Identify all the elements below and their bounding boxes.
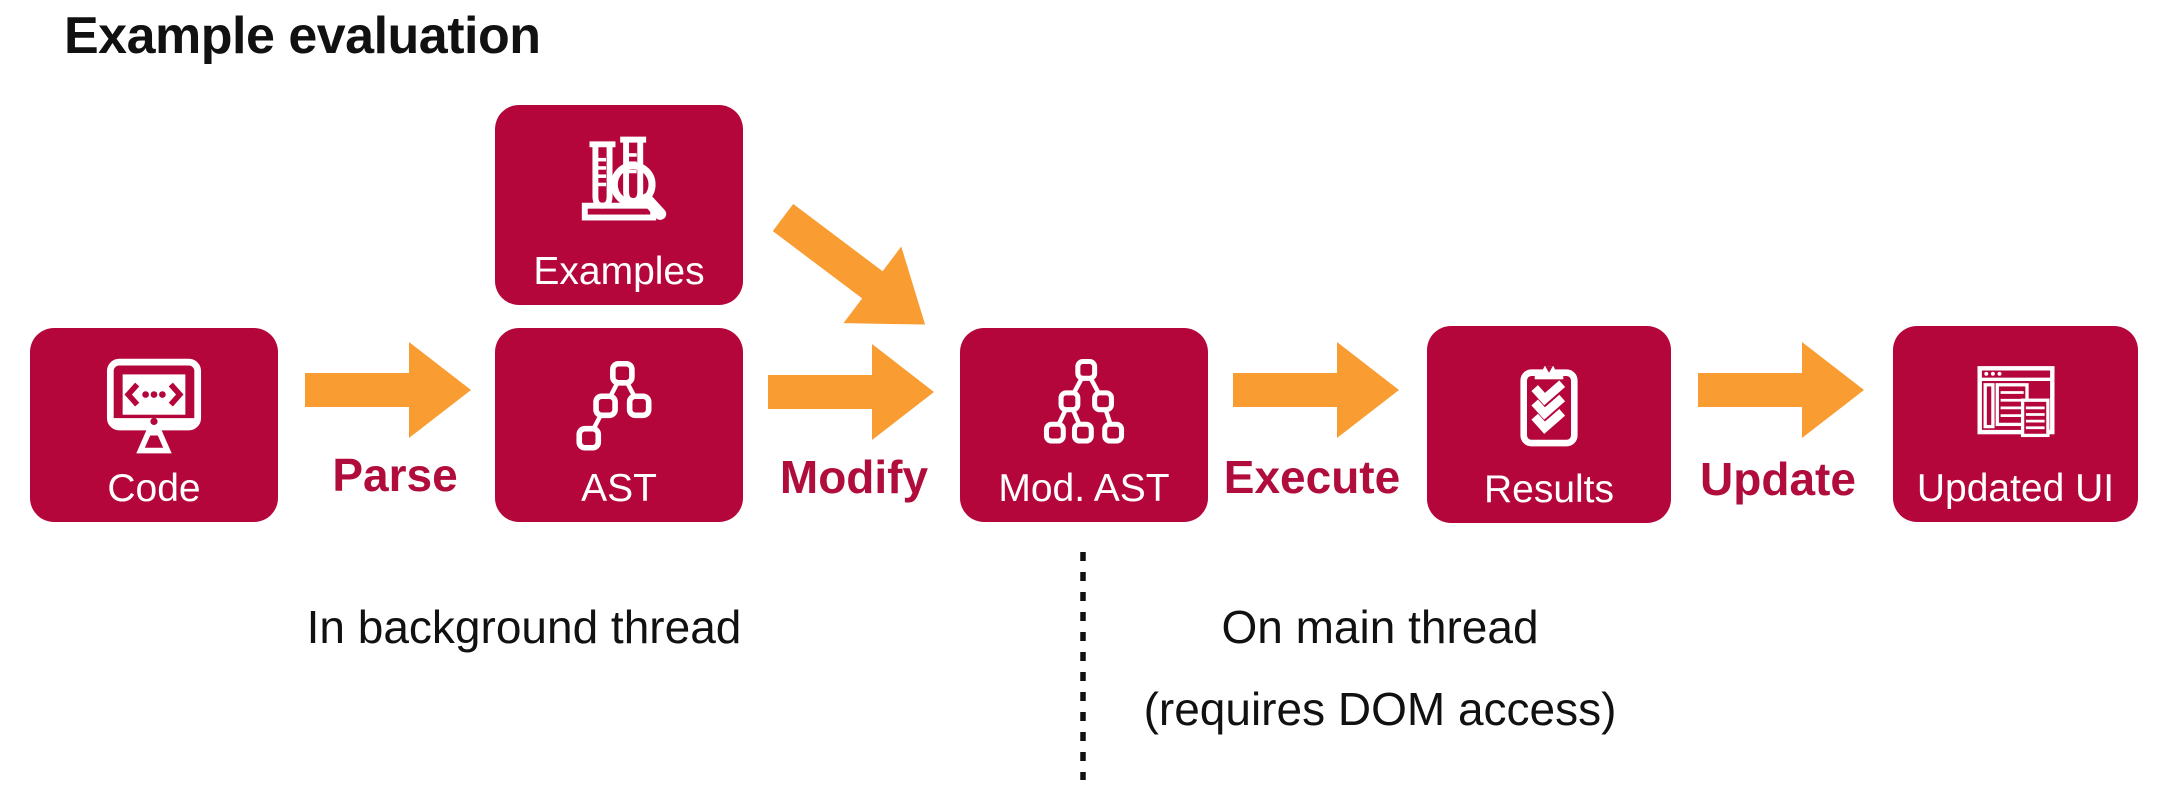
node-updated-ui-label: Updated UI	[1916, 467, 2115, 510]
node-mod-ast-label: Mod. AST	[998, 467, 1170, 510]
node-updated-ui: Updated UI	[1893, 326, 2138, 522]
syntax-tree-icon	[576, 360, 652, 451]
main-thread-label-line1: On main thread	[1221, 601, 1539, 653]
node-results: Results	[1427, 326, 1671, 523]
node-ast-label: AST	[581, 467, 657, 510]
parse-arrow-label: Parse	[332, 449, 458, 501]
node-examples-label: Examples	[533, 250, 705, 293]
code-monitor-icon	[106, 358, 202, 454]
test-tubes-magnifier-icon	[581, 136, 667, 221]
update-arrow-icon	[1698, 342, 1864, 438]
node-mod-ast: Mod. AST	[960, 328, 1208, 522]
node-examples: Examples	[495, 105, 743, 305]
update-arrow-label: Update	[1700, 453, 1856, 505]
modify-arrow-icon	[768, 344, 934, 440]
page-title: Example evaluation	[64, 7, 541, 65]
execute-arrow-label: Execute	[1223, 451, 1401, 503]
parse-arrow-icon	[305, 342, 471, 438]
node-results-label: Results	[1483, 468, 1615, 511]
main-thread-label: On main thread (requires DOM access)	[1080, 586, 1680, 750]
clipboard-checklist-icon	[1520, 366, 1578, 447]
main-thread-label-line2: (requires DOM access)	[1143, 683, 1617, 735]
node-code: Code	[30, 328, 278, 522]
node-ast: AST	[495, 328, 743, 522]
modify-arrow-label: Modify	[779, 451, 929, 503]
expanded-syntax-tree-icon	[1043, 359, 1125, 444]
browser-window-icon	[1977, 366, 2054, 438]
execute-arrow-icon	[1233, 342, 1399, 438]
examples-to-mod-ast-arrow-icon	[772, 203, 926, 325]
node-code-label: Code	[107, 467, 201, 510]
background-thread-label: In background thread	[306, 601, 742, 653]
